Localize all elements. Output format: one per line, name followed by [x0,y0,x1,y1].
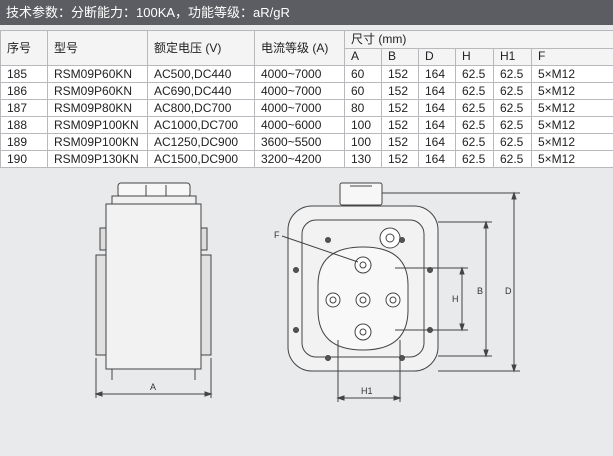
cell: 164 [418,116,456,134]
cell: 80 [344,99,382,117]
cell: 152 [381,65,419,83]
cell: 62.5 [455,82,494,100]
cell: 62.5 [493,65,532,83]
col-current: 电流等级 (A) [254,30,345,66]
cell: AC1250,DC900 [147,133,255,151]
side-view [94,182,213,398]
dim-label-d: D [505,286,512,296]
cell: 100 [344,133,382,151]
cell: AC1500,DC900 [147,150,255,168]
cell: 152 [381,99,419,117]
cell: 4000~7000 [254,99,345,117]
cell: 186 [0,82,48,100]
cell: 62.5 [455,65,494,83]
col-index: 序号 [0,30,48,66]
dim-label-h1: H1 [361,386,373,396]
dim-label-h: H [452,294,459,304]
cell: 164 [418,133,456,151]
spec-table: 序号 型号 额定电压 (V) 电流等级 (A) 尺寸 (mm) A B D H … [0,30,613,168]
cell: 188 [0,116,48,134]
cell: 130 [344,150,382,168]
cell: RSM09P100KN [47,116,148,134]
cell: 5×M12 [530,99,613,117]
cell: 62.5 [493,150,532,168]
cell: 164 [418,82,456,100]
col-a: A [344,47,382,66]
col-dimensions: 尺寸 (mm) [343,30,613,49]
cell: RSM09P80KN [47,99,148,117]
cell: 5×M12 [530,82,613,100]
cell: 62.5 [455,150,494,168]
dim-label-a: A [150,382,156,392]
cell: 62.5 [493,99,532,117]
cell: 164 [418,99,456,117]
cell: 4000~7000 [254,82,345,100]
cell: RSM09P130KN [47,150,148,168]
col-h: H [455,47,494,66]
cell: 190 [0,150,48,168]
cell: 189 [0,133,48,151]
cell: RSM09P100KN [47,133,148,151]
col-f: F [530,47,613,66]
cell: AC690,DC440 [147,82,255,100]
cell: AC500,DC440 [147,65,255,83]
cell: AC800,DC700 [147,99,255,117]
cell: 185 [0,65,48,83]
cell: 62.5 [455,116,494,134]
cell: 5×M12 [530,65,613,83]
cell: 152 [381,116,419,134]
cell: 4000~6000 [254,116,345,134]
cell: 3600~5500 [254,133,345,151]
col-d: D [418,47,456,66]
cell: 62.5 [493,133,532,151]
cell: RSM09P60KN [47,65,148,83]
cell: 152 [381,150,419,168]
cell: 5×M12 [530,133,613,151]
cell: 4000~7000 [254,65,345,83]
cell: AC1000,DC700 [147,116,255,134]
cell: 60 [344,82,382,100]
cell: 60 [344,65,382,83]
col-b: B [381,47,419,66]
col-voltage: 额定电压 (V) [147,30,255,66]
cell: 62.5 [493,116,532,134]
cell: 5×M12 [530,150,613,168]
col-h1: H1 [493,47,532,66]
cell: 164 [418,150,456,168]
cell: RSM09P60KN [47,82,148,100]
spec-header: 技术参数：分断能力：100KA，功能等级：aR/gR [0,0,613,25]
cell: 152 [381,82,419,100]
cell: 187 [0,99,48,117]
cell: 62.5 [493,82,532,100]
col-model: 型号 [47,30,148,66]
cell: 62.5 [455,99,494,117]
cell: 100 [344,116,382,134]
cell: 152 [381,133,419,151]
front-view [281,182,520,402]
dim-label-b: B [477,286,483,296]
fuse-dimension-drawing: A F H B D H1 [94,182,520,402]
cell: 3200~4200 [254,150,345,168]
cell: 164 [418,65,456,83]
dim-label-f: F [274,230,280,240]
cell: 62.5 [455,133,494,151]
cell: 5×M12 [530,116,613,134]
